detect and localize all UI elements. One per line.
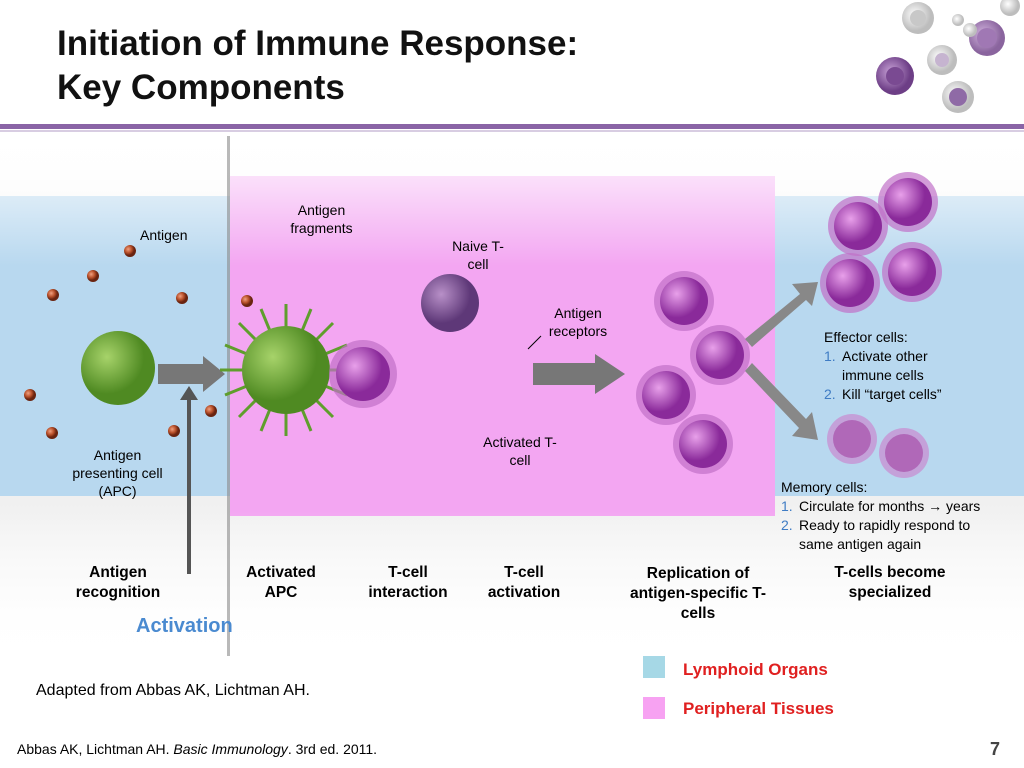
tcell-icon <box>636 271 750 474</box>
tcell-icon <box>329 340 397 408</box>
adapted-note: Adapted from Abbas AK, Lichtman AH. <box>36 682 310 699</box>
legend-swatch-peripheral <box>643 697 665 719</box>
label-antigen: Antigen <box>140 227 188 243</box>
tcell-icon <box>827 414 929 478</box>
activated-apc-icon <box>220 304 352 436</box>
page-number: 7 <box>990 739 1001 759</box>
list-item: 2.Kill “target cells” <box>824 386 942 402</box>
list-item: 2.Ready to rapidly respond to same antig… <box>781 517 971 552</box>
legend-swatch-lymphoid <box>643 656 665 678</box>
stage-replication: Replication of antigen-specific T-cells <box>629 565 767 622</box>
list-item: 1.Activate other immune cells <box>824 348 928 383</box>
arrow-icon <box>745 282 818 440</box>
legend-label-peripheral: Peripheral Tissues <box>683 699 834 718</box>
slide-title: Initiation of Immune Response: Key Compo… <box>57 22 578 110</box>
list-item: 1.Circulate for months → years <box>781 498 981 514</box>
title-line-2: Key Components <box>57 68 345 107</box>
activation-arrow-icon <box>180 386 198 574</box>
tcell-icon <box>820 172 942 313</box>
activation-label: Activation <box>136 615 233 637</box>
arrow-icon <box>158 356 225 392</box>
stage-tcell-activation: T-cell activation <box>487 564 561 601</box>
label-antigen-receptors: Antigen receptors <box>548 305 608 339</box>
decorative-circles-icon <box>876 0 1020 113</box>
legend-label-lymphoid: Lymphoid Organs <box>683 660 828 679</box>
antigen-particle-icon <box>24 245 253 439</box>
title-rule <box>0 124 1024 129</box>
stage-tcell-interaction: T-cell interaction <box>368 564 448 601</box>
label-apc: Antigen presenting cell (APC) <box>72 447 163 499</box>
label-naive-tcell: Naive T-cell <box>452 238 504 272</box>
stage-tcells-specialized: T-cells become specialized <box>834 564 946 601</box>
diagram-background <box>0 136 1024 656</box>
memory-heading: Memory cells: <box>781 479 868 495</box>
label-activated-tcell: Activated T-cell <box>483 434 557 468</box>
diagram-graphics <box>24 172 942 574</box>
title-rule-shadow <box>0 130 1024 132</box>
effector-cells-list: Effector cells: 1.Activate other immune … <box>824 328 1014 404</box>
naive-tcell-icon <box>421 274 479 332</box>
effector-heading: Effector cells: <box>824 329 908 345</box>
citation: Abbas AK, Lichtman AH. Basic Immunology.… <box>17 741 378 757</box>
title-line-1: Initiation of Immune Response: <box>57 24 579 63</box>
stage-antigen-recognition: Antigen recognition <box>75 564 161 601</box>
memory-cells-list: Memory cells: 1.Circulate for months → y… <box>781 478 1016 554</box>
stage-activated-apc: Activated APC <box>246 564 316 601</box>
label-antigen-fragments: Antigen fragments <box>290 202 353 236</box>
arrow-icon <box>533 354 625 394</box>
apc-cell-icon <box>81 331 155 405</box>
